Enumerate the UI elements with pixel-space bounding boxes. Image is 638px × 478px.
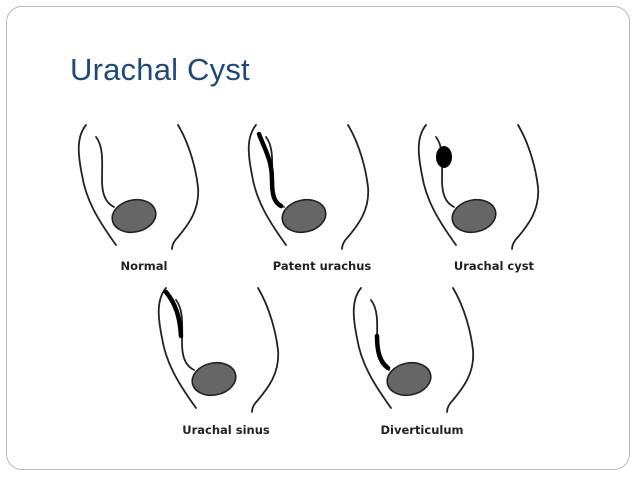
cyst-mass bbox=[436, 146, 452, 168]
patent-urachus-highlight bbox=[256, 131, 284, 209]
label-patent-urachus: Patent urachus bbox=[273, 259, 372, 273]
panel-diverticulum bbox=[352, 287, 475, 413]
label-diverticulum: Diverticulum bbox=[380, 423, 463, 437]
panel-urachal-cyst bbox=[417, 124, 540, 250]
label-urachal-cyst: Urachal cyst bbox=[454, 259, 535, 273]
label-normal: Normal bbox=[121, 259, 168, 273]
urachal-sinus-highlight bbox=[163, 289, 184, 339]
diverticulum-highlight bbox=[374, 333, 391, 371]
slide-title: Urachal Cyst bbox=[70, 52, 250, 87]
panel-normal bbox=[77, 124, 200, 250]
panel-patent-urachus bbox=[247, 124, 370, 250]
label-urachal-sinus: Urachal sinus bbox=[182, 423, 270, 437]
panel-urachal-sinus bbox=[157, 287, 280, 413]
